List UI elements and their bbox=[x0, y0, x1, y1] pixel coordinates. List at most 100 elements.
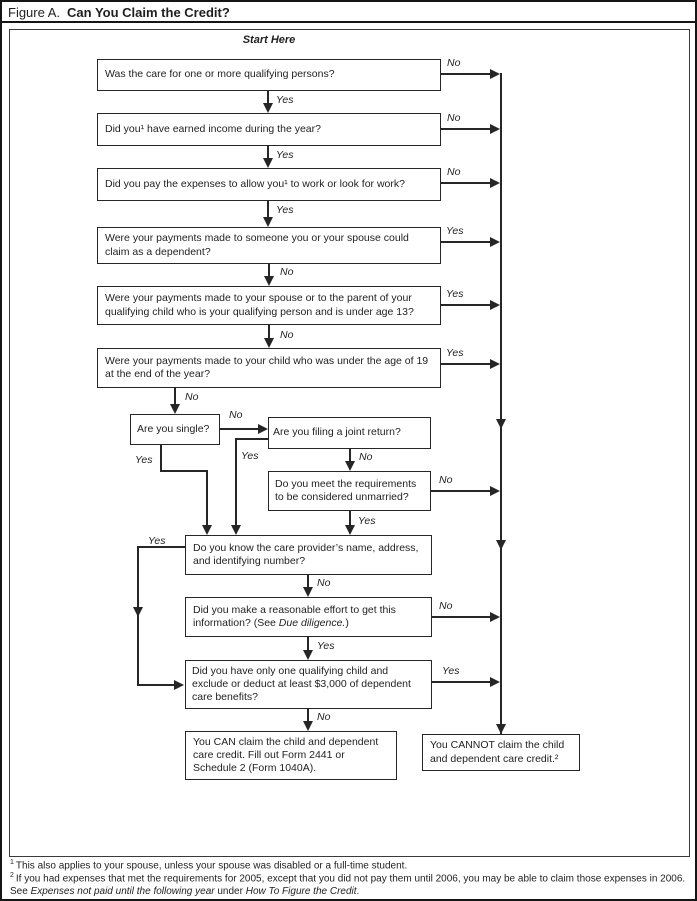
arrowhead-down bbox=[231, 525, 241, 535]
connector-joint-no bbox=[349, 449, 351, 462]
arrowhead-right bbox=[490, 69, 500, 79]
yes-label: Yes bbox=[317, 640, 335, 652]
decision-box-one-qualifying-child: Did you have only one qualifying child a… bbox=[185, 660, 432, 709]
arrowhead-down bbox=[263, 217, 273, 227]
no-label: No bbox=[447, 112, 461, 124]
arrowhead-down bbox=[345, 525, 355, 535]
yes-label: Yes bbox=[446, 288, 464, 300]
no-label: No bbox=[229, 409, 243, 421]
arrowhead-down bbox=[496, 724, 506, 734]
arrowhead-right bbox=[490, 300, 500, 310]
arrowhead-right bbox=[490, 124, 500, 134]
connector-provider-yes bbox=[137, 684, 176, 686]
connector-q1-no bbox=[441, 73, 491, 75]
connector-q5-yes bbox=[441, 304, 491, 306]
decision-text: Did you¹ have earned income during the y… bbox=[105, 122, 321, 135]
arrowhead-right bbox=[490, 359, 500, 369]
connector-q3-yes bbox=[267, 201, 269, 218]
arrowhead-down bbox=[303, 587, 313, 597]
connector-onechild-yes bbox=[432, 681, 491, 683]
decision-text: Do you know the care provider’s name, ad… bbox=[193, 541, 419, 567]
connector-q4-no bbox=[268, 264, 270, 277]
decision-text: Did you pay the expenses to allow you¹ t… bbox=[105, 177, 405, 190]
no-label: No bbox=[447, 57, 461, 69]
result-text: You CAN claim the child and dependent ca… bbox=[193, 735, 379, 775]
no-label: No bbox=[317, 711, 331, 723]
arrowhead-right bbox=[490, 237, 500, 247]
figure-label: Figure A. bbox=[8, 5, 61, 20]
result-box-can-claim: You CAN claim the child and dependent ca… bbox=[185, 731, 397, 780]
decision-text: Did you have only one qualifying child a… bbox=[192, 664, 411, 704]
arrowhead-down bbox=[496, 419, 506, 429]
arrowhead-right bbox=[490, 677, 500, 687]
decision-text-pre: Did you make a reasonable effort to get … bbox=[193, 603, 396, 629]
arrowhead-right bbox=[490, 486, 500, 496]
connector-q1-yes bbox=[267, 91, 269, 104]
no-label: No bbox=[280, 329, 294, 341]
connector-q6-yes bbox=[441, 363, 491, 365]
flowchart-frame bbox=[9, 29, 690, 857]
footnote-2-text-pre: If you had expenses that met the require… bbox=[10, 873, 686, 898]
connector-onechild-no bbox=[307, 709, 309, 722]
connector-effort-no bbox=[432, 616, 491, 618]
arrowhead-down bbox=[264, 276, 274, 286]
yes-label: Yes bbox=[446, 347, 464, 359]
connector-single-yes bbox=[160, 445, 162, 471]
connector-single-yes bbox=[206, 470, 208, 526]
yes-label: Yes bbox=[135, 454, 153, 466]
arrowhead-down bbox=[133, 607, 143, 617]
decision-text: Do you meet the requirements to be consi… bbox=[275, 477, 417, 503]
connector-single-no bbox=[220, 428, 260, 430]
yes-label: Yes bbox=[442, 665, 460, 677]
arrowhead-down bbox=[264, 338, 274, 348]
no-label: No bbox=[317, 577, 331, 589]
decision-text: Did you make a reasonable effort to get … bbox=[193, 604, 424, 630]
yes-label: Yes bbox=[276, 149, 294, 161]
no-label: No bbox=[439, 600, 453, 612]
decision-text: Was the care for one or more qualifying … bbox=[105, 68, 335, 81]
arrowhead-down bbox=[202, 525, 212, 535]
footnote-1-marker: 1 bbox=[10, 859, 14, 866]
connector-q2-yes bbox=[267, 146, 269, 159]
decision-box-due-diligence: Did you make a reasonable effort to get … bbox=[185, 597, 432, 637]
connector-joint-yes bbox=[235, 438, 237, 526]
connector-q4-yes bbox=[441, 241, 491, 243]
figure-header: Figure A. Can You Claim the Credit? bbox=[2, 2, 695, 23]
decision-box-qualifying-persons: Was the care for one or more qualifying … bbox=[97, 59, 441, 91]
decision-text: Were your payments made to someone you o… bbox=[105, 232, 409, 258]
decision-text-post: ) bbox=[345, 617, 349, 629]
connector-q5-no bbox=[268, 325, 270, 339]
decision-box-unmarried: Do you meet the requirements to be consi… bbox=[268, 471, 431, 511]
arrowhead-down bbox=[170, 404, 180, 414]
arrowhead-down bbox=[263, 158, 273, 168]
arrowhead-down bbox=[263, 103, 273, 113]
connector-effort-yes bbox=[307, 637, 309, 651]
footnote-2-text-mid: under bbox=[214, 886, 246, 898]
figure-title: Figure A. Can You Claim the Credit? bbox=[8, 5, 230, 20]
footnote-2-text-post: . bbox=[356, 886, 360, 898]
figure-title-text: Can You Claim the Credit? bbox=[67, 5, 230, 20]
decision-text: Were your payments made to your spouse o… bbox=[105, 292, 414, 318]
footnote-1-text: This also applies to your spouse, unless… bbox=[15, 860, 408, 872]
connector-provider-yes bbox=[137, 546, 185, 548]
arrowhead-right bbox=[490, 612, 500, 622]
footnote-2-marker: 2 bbox=[10, 872, 14, 879]
decision-box-pay-expenses: Did you pay the expenses to allow you¹ t… bbox=[97, 168, 441, 201]
no-label: No bbox=[447, 166, 461, 178]
decision-box-earned-income: Did you¹ have earned income during the y… bbox=[97, 113, 441, 146]
yes-label: Yes bbox=[276, 94, 294, 106]
arrowhead-right bbox=[258, 424, 268, 434]
connector-rail bbox=[500, 73, 502, 734]
arrowhead-right bbox=[490, 178, 500, 188]
arrowhead-right bbox=[174, 680, 184, 690]
decision-box-joint-return: Are you filing a joint return? bbox=[268, 417, 431, 449]
connector-single-yes bbox=[160, 470, 207, 472]
no-label: No bbox=[359, 451, 373, 463]
decision-box-claim-dependent: Were your payments made to someone you o… bbox=[97, 227, 441, 264]
decision-box-provider-info: Do you know the care provider’s name, ad… bbox=[185, 535, 432, 575]
decision-text: Are you filing a joint return? bbox=[273, 426, 401, 439]
arrowhead-down bbox=[303, 650, 313, 660]
